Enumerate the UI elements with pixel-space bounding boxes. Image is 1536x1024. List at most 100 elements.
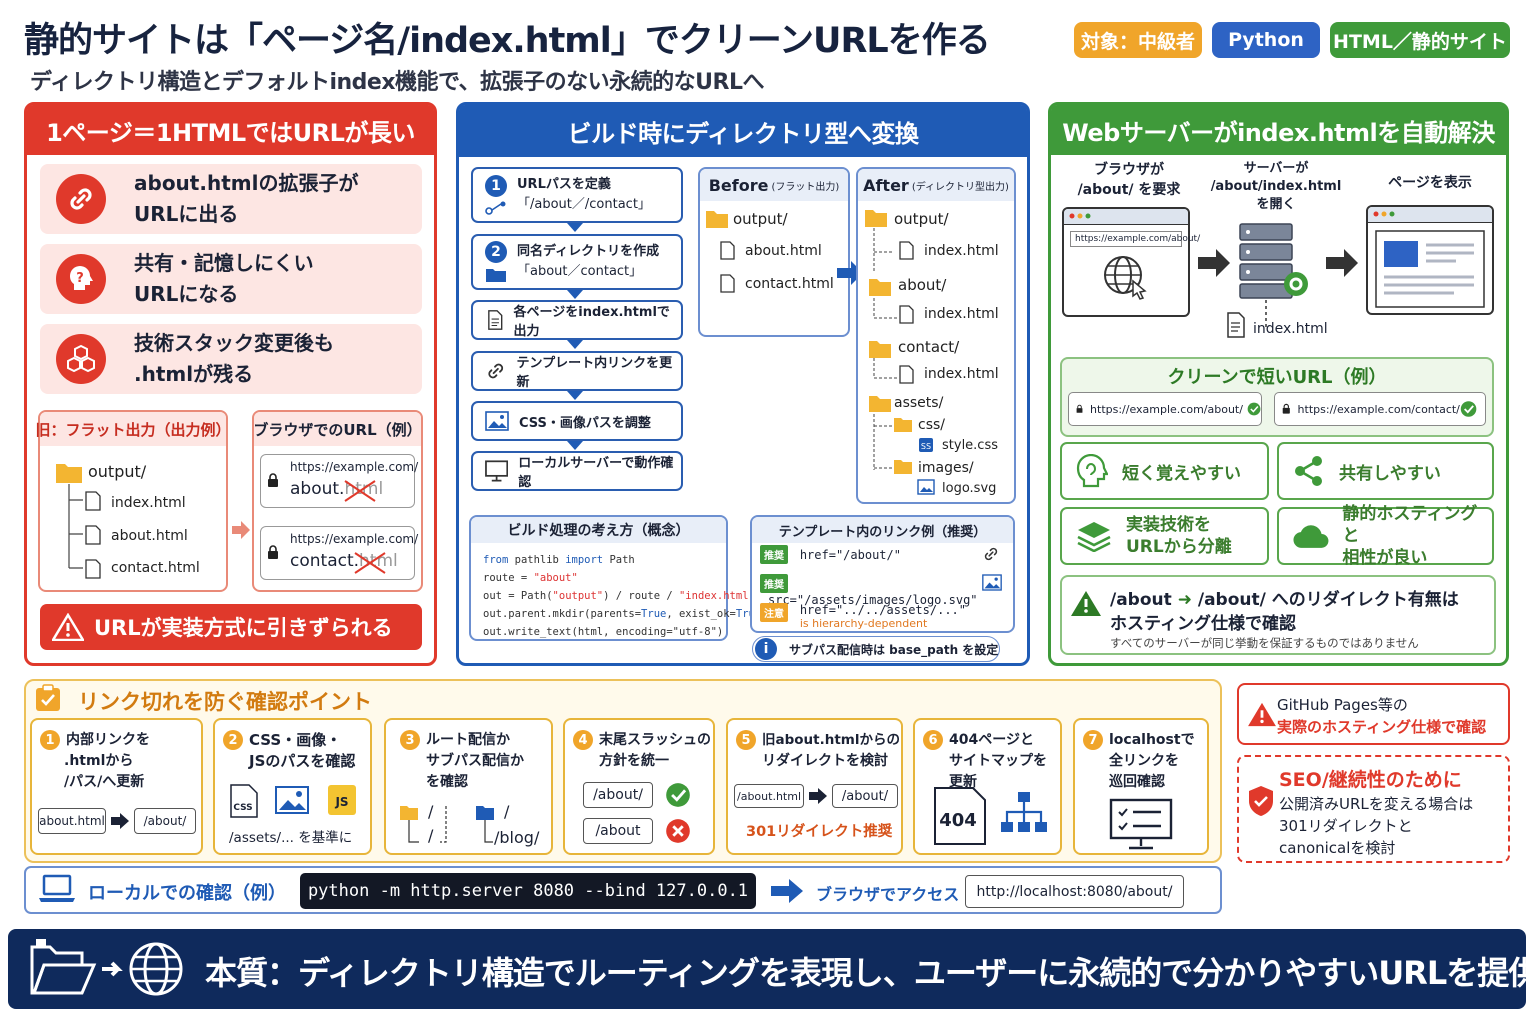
- step-define-url: 1 URLパスを定義「/about／/contact」: [471, 167, 683, 223]
- arrow-right-icon: [771, 879, 803, 903]
- footer-banner: [8, 929, 1526, 1009]
- monitor-checklist-icon: [1109, 798, 1173, 850]
- problem-text: URLになる: [134, 282, 239, 306]
- file-index: index.html: [924, 243, 999, 259]
- old-output-box: 旧：フラット出力（出力例）: [36, 410, 231, 592]
- tag-level: 対象：中級者: [1074, 22, 1202, 58]
- flow-request: ブラウザが/about/ を要求: [1077, 162, 1181, 198]
- terminal-command[interactable]: python -m http.server 8080 --bind 127.0.…: [300, 873, 756, 909]
- build-panel-title: ビルド時にディレクトリ型へ変換: [459, 105, 1027, 157]
- checkpoints-title: リンク切れを防ぐ確認ポイント: [78, 690, 372, 714]
- check-circle-icon: [666, 783, 690, 807]
- folder-output: output/: [88, 462, 147, 481]
- problem-text: 共有・記憶しにくい: [134, 251, 314, 275]
- browser-url-title: ブラウザでのURL（例）: [253, 412, 422, 446]
- folder-assets: assets/: [894, 395, 944, 411]
- layers-icon: [1077, 522, 1111, 552]
- before-tree-icons: [706, 211, 735, 293]
- file-contact: contact.html: [745, 276, 834, 292]
- old-url-contact: https://example.com/ contact.html: [260, 526, 418, 580]
- file-index: index.html: [924, 306, 999, 322]
- tag-python: Python: [1212, 22, 1320, 58]
- problem-panel-title: 1ページ＝1HTMLではURLが長い: [27, 105, 434, 155]
- tag-html: HTML／静的サイト: [1330, 22, 1510, 58]
- problem-text: .htmlが残る: [134, 362, 254, 386]
- browser-url-box: ブラウザでのURL（例）: [252, 410, 423, 592]
- link-icon: [984, 547, 998, 561]
- warning-icon: [1248, 702, 1276, 727]
- localhost-url[interactable]: http://localhost:8080/about/: [965, 875, 1184, 908]
- folder-contact: contact/: [898, 338, 960, 356]
- code-box: ビルド処理の考え方（概念）: [469, 515, 728, 641]
- problem-text: about.htmlの拡張子が: [134, 171, 359, 195]
- old-tree: [54, 460, 224, 582]
- folder-images: images/: [918, 460, 974, 476]
- local-check-label: ローカルでの確認（例）: [88, 883, 286, 904]
- feature-memorable: 短く覚えやすい: [1060, 442, 1269, 500]
- image-icon: [275, 786, 309, 814]
- clean-url-contact: https://example.com/contact/: [1274, 392, 1486, 426]
- page-subtitle: ディレクトリ構造とデフォルトindex機能で、拡張子のない永続的なURLへ: [30, 70, 764, 95]
- webpage-icon: [1375, 230, 1485, 308]
- link-row: 注意 href="../../assets/..."is hierarchy-d…: [760, 603, 1008, 631]
- strike-x-icon: [344, 480, 376, 502]
- sitemap-icon: [1001, 792, 1047, 832]
- warning-icon: [1071, 591, 1101, 616]
- link-row: 推奨 src="/assets/images/logo.svg": [760, 574, 1008, 607]
- document-icon: [1227, 312, 1245, 338]
- js-file-icon: JS: [328, 785, 356, 815]
- code-snippet: from pathlib import Path route = "about"…: [483, 554, 768, 638]
- folder-css: css/: [918, 417, 946, 433]
- server-icon: [1239, 223, 1308, 330]
- path-icon: [485, 201, 506, 215]
- problem-item: 技術スタック変更後も.htmlが残る: [40, 324, 422, 394]
- links-title: テンプレート内のリンク例（推奨）: [752, 517, 1013, 543]
- lock-icon: [268, 545, 278, 559]
- globe-cursor-icon: [1104, 256, 1147, 300]
- clipboard-check-icon: [36, 684, 60, 711]
- warning-banner: URLが実装方式に引きずられる: [40, 604, 422, 650]
- step-update-links: テンプレート内リンクを更新: [471, 351, 683, 391]
- cubes-icon: [56, 334, 106, 384]
- warning-icon: [52, 613, 84, 641]
- page-window: [1366, 205, 1494, 315]
- code-title: ビルド処理の考え方（概念）: [471, 517, 726, 543]
- shield-check-icon: [1249, 786, 1273, 816]
- folder-output: output/: [894, 210, 949, 228]
- arrow-right-icon: [1326, 249, 1358, 277]
- file-logo-svg: logo.svg: [942, 481, 997, 496]
- folder-globe-icon: [30, 939, 183, 996]
- lock-icon: [268, 473, 278, 487]
- file-index: index.html: [924, 366, 999, 382]
- access-label: ブラウザでアクセス: [816, 885, 960, 904]
- lock-icon: [1076, 404, 1083, 413]
- strike-x-icon: [354, 552, 386, 574]
- step-adjust-paths: CSS・画像パスを調整: [471, 401, 683, 441]
- file-about: about.html: [111, 528, 188, 544]
- image-icon: [982, 574, 1002, 591]
- links-box: テンプレート内のリンク例（推奨）: [750, 515, 1015, 633]
- 404-page-icon: 404: [934, 787, 986, 845]
- share-icon: [1295, 456, 1322, 486]
- github-pages-note: GitHub Pages等の 実際のホスティング仕様で確認: [1237, 683, 1510, 745]
- old-url-about: https://example.com/ about.html: [260, 454, 418, 508]
- head-question-icon: ?: [56, 254, 106, 304]
- step-create-dir: 2 同名ディレクトリを作成「about／contact」: [471, 234, 683, 290]
- check-circle-icon: [1247, 402, 1261, 416]
- monitor-icon: [485, 460, 509, 482]
- css-file-icon: CSS: [230, 784, 258, 818]
- step-local-server: ローカルサーバーで動作確認: [471, 451, 683, 491]
- laptop-icon: [39, 874, 75, 902]
- path-tree-icons: [400, 806, 494, 843]
- problem-item: ? 共有・記憶しにくい URLになる: [40, 244, 422, 314]
